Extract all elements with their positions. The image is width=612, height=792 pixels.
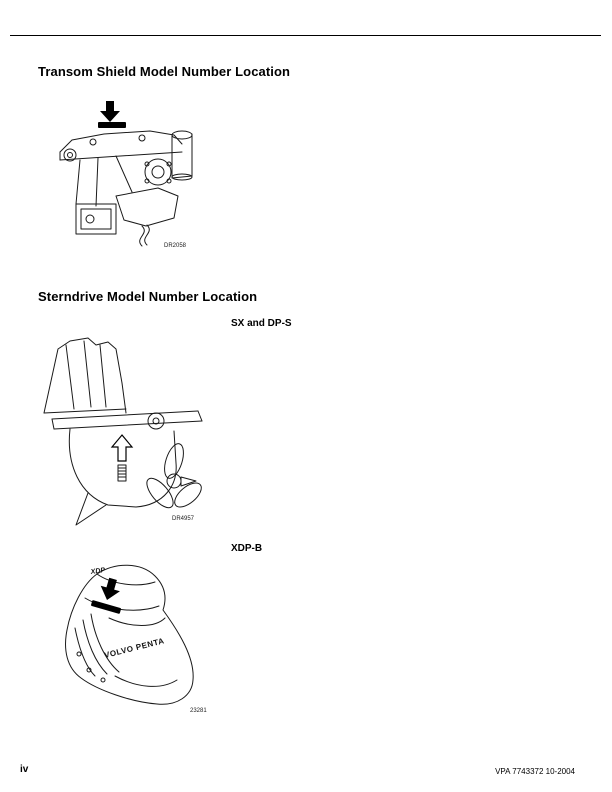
section-heading-sterndrive: Sterndrive Model Number Location <box>38 289 258 304</box>
up-arrow-icon <box>110 434 134 462</box>
model-plate <box>91 600 122 614</box>
subsection-label-xdp: XDP-B <box>231 543 263 554</box>
sterndrive-xdp-drawing: XDP VOLVO PENTA <box>65 564 194 705</box>
doc-number: VPA 7743372 10-2004 <box>495 767 575 776</box>
volvo-penta-text: VOLVO PENTA <box>103 636 165 660</box>
down-arrow-icon <box>100 577 120 600</box>
sterndrive-sx-figure: DR4957 <box>36 335 214 530</box>
figure-number: DR2058 <box>164 243 187 249</box>
sterndrive-xdp-figure: XDP VOLVO PENTA 23281 <box>45 558 217 718</box>
transom-shield-drawing <box>59 101 193 247</box>
model-plate <box>98 122 126 128</box>
figure-number: 23281 <box>190 708 207 714</box>
sterndrive-sx-drawing <box>43 337 203 526</box>
subsection-label-sx: SX and DP-S <box>231 318 292 329</box>
transom-shield-figure: DR2058 <box>46 100 208 255</box>
section-heading-transom: Transom Shield Model Number Location <box>38 64 291 79</box>
drive-model-logo-text: XDP <box>89 567 106 576</box>
page-number: iv <box>20 764 29 775</box>
header-rule <box>10 35 601 36</box>
down-arrow-icon <box>100 101 120 122</box>
figure-number: DR4957 <box>172 516 195 522</box>
